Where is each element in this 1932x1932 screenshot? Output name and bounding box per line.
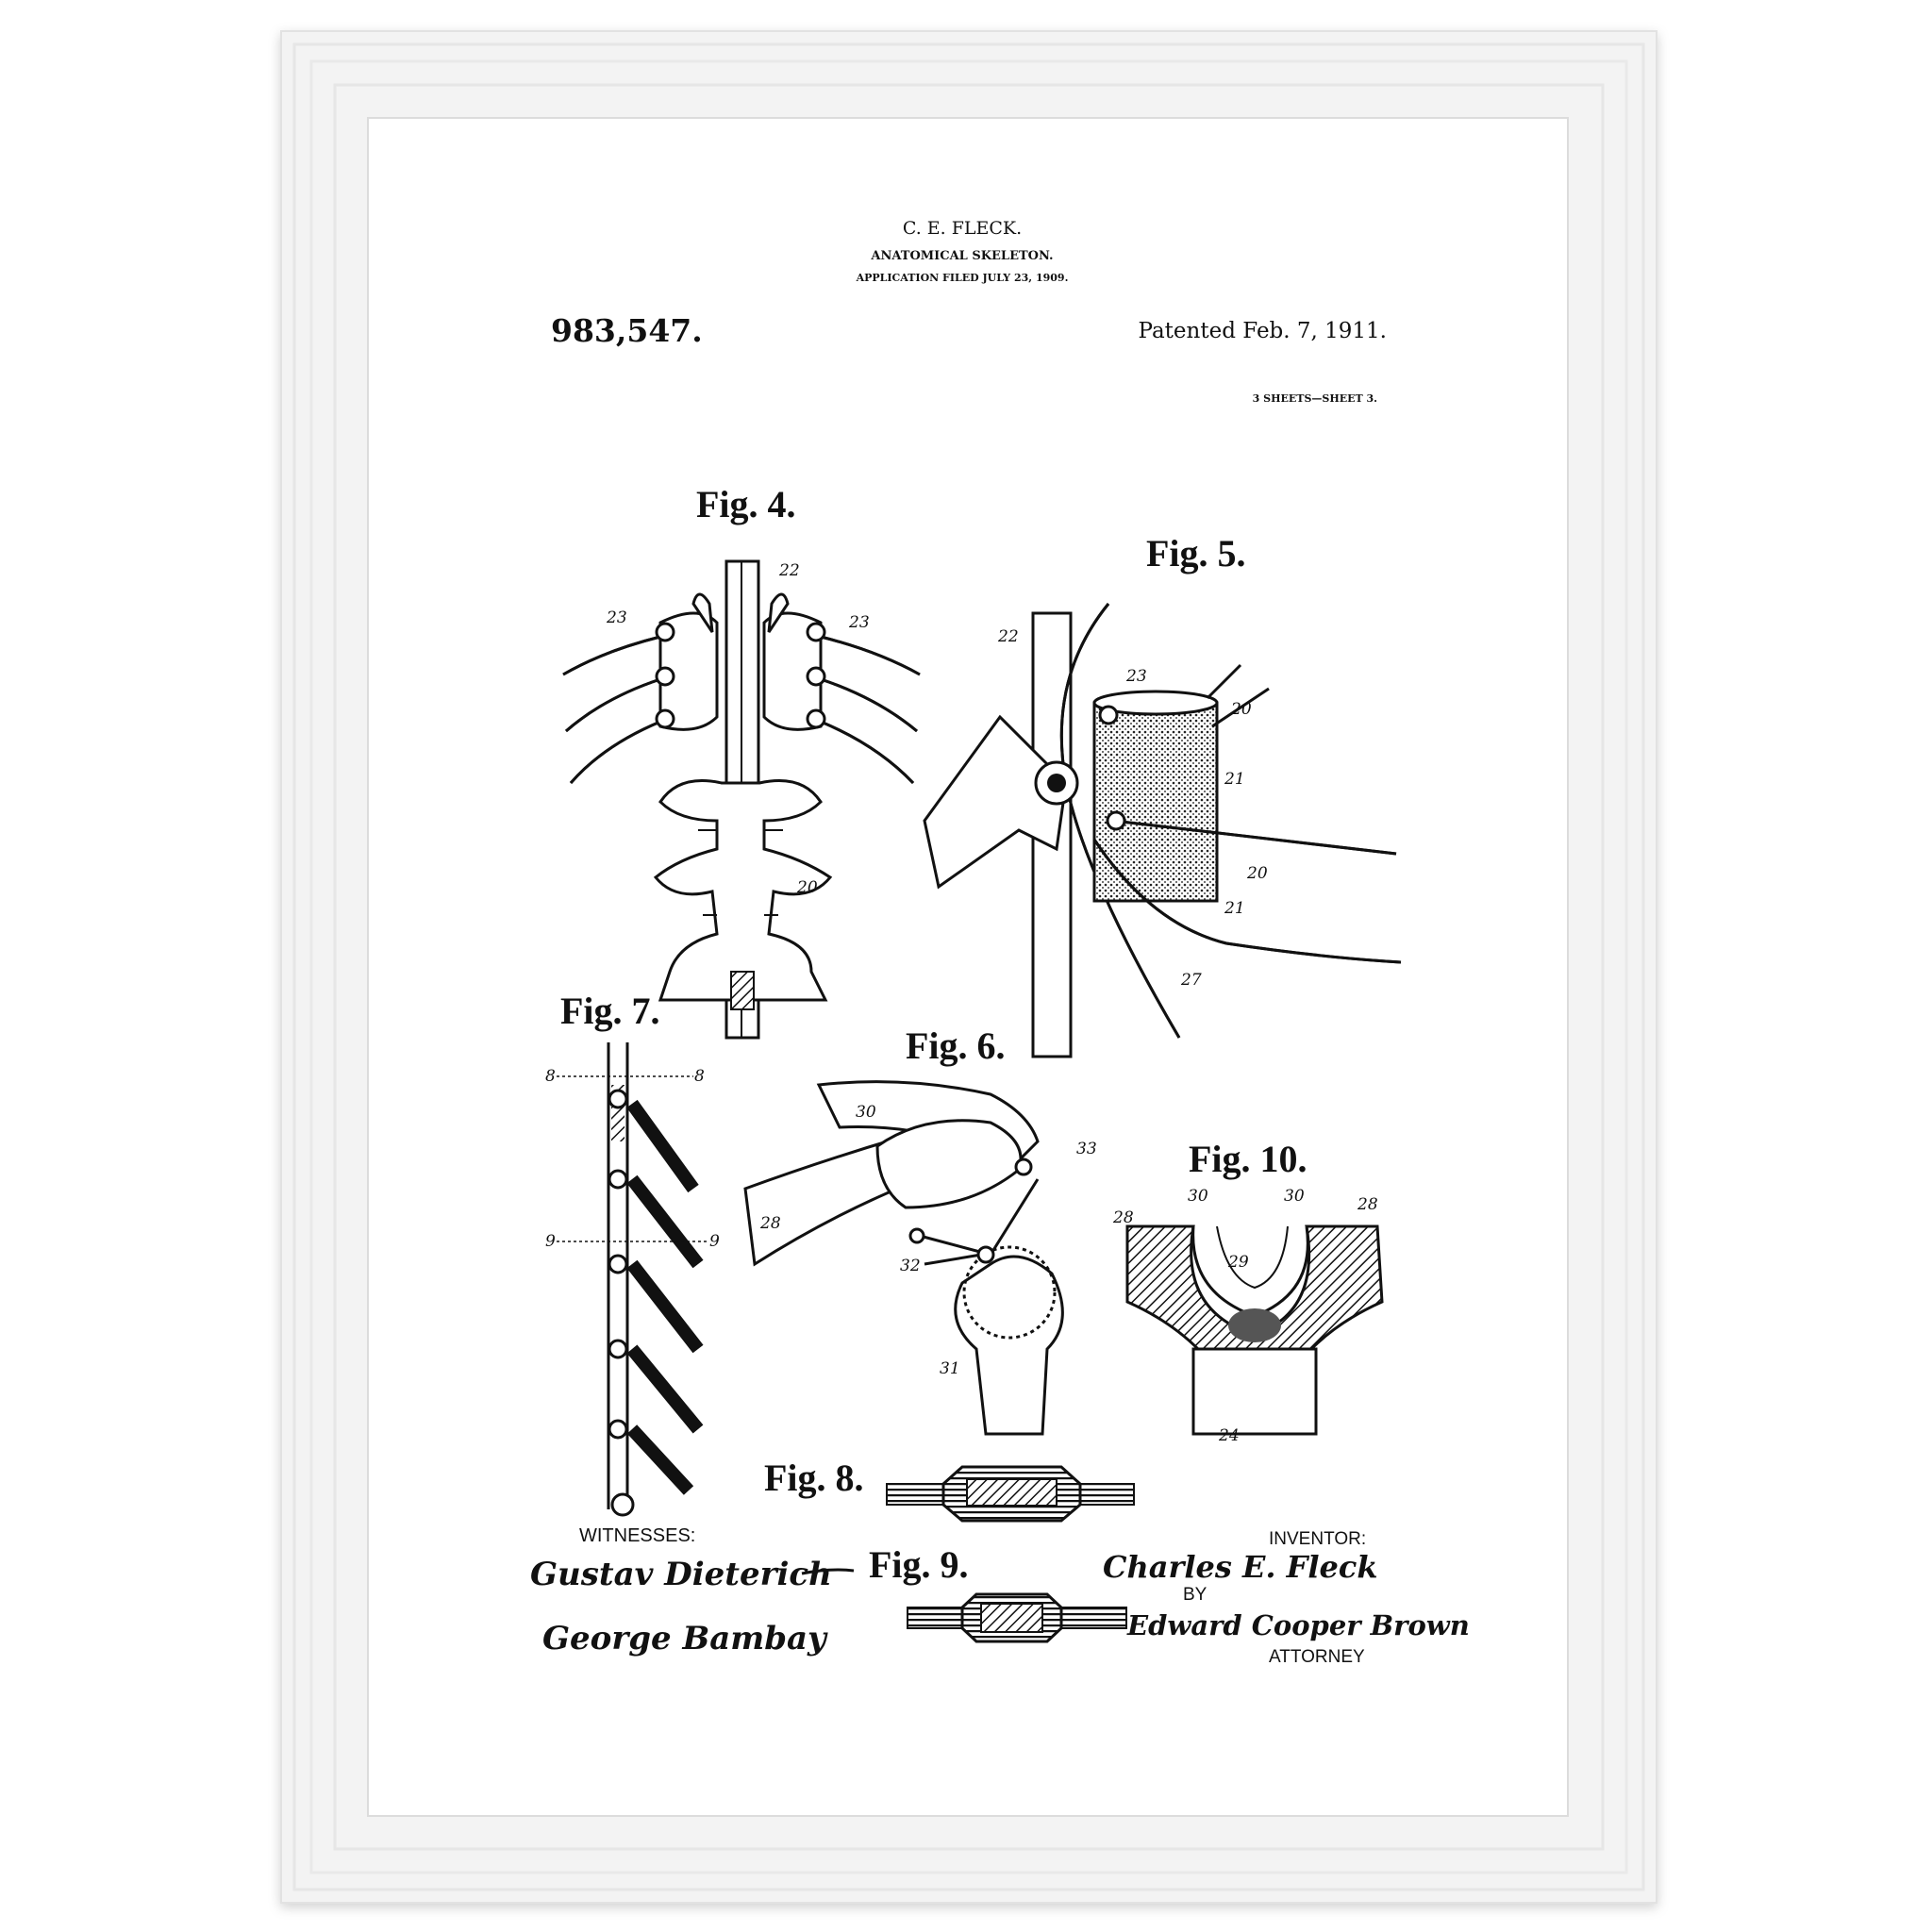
ref-numeral: 22 [778,561,800,580]
inventor-label: INVENTOR: [1269,1529,1366,1549]
witness-signature-1: Gustav Dieterich [530,1556,832,1593]
patented-date: Patented Feb. 7, 1911. [1139,319,1387,343]
application-date: APPLICATION FILED JULY 23, 1909. [856,272,1069,284]
ref-numeral: 30 [1284,1187,1305,1206]
ref-numeral: 21 [1224,770,1245,789]
ref-numeral: 31 [940,1359,960,1378]
patent-number: 983,547. [551,312,703,349]
figure-10-joint-section: Fig. 10. 28 30 30 28 29 24 [1112,1138,1384,1445]
fig-5-label: Fig. 5. [1146,532,1246,575]
ref-numeral: 22 [997,627,1019,646]
inventor-name: C. E. FLECK. [903,218,1022,239]
ref-numeral: 23 [848,613,870,632]
attorney-signature: Edward Cooper Brown [1126,1609,1470,1641]
figure-5-spine-side-view: Fig. 5. 22 23 20 21 20 21 27 [923,532,1402,1058]
fig-6-label: Fig. 6. [906,1024,1006,1067]
ref-numeral: 28 [1112,1208,1134,1227]
ref-numeral: 32 [900,1257,921,1275]
ref-numeral: 27 [1180,971,1202,990]
ref-numeral: 21 [1224,899,1245,918]
ref-numeral: 30 [1188,1187,1208,1206]
ref-numeral: 20 [1246,864,1268,883]
figure-9-connector: Fig. 9. [869,1543,1127,1643]
figure-4-spine-rear-view: Fig. 4. 22 23 23 20 [562,483,921,1040]
ref-numeral: 28 [1357,1195,1378,1214]
ref-numeral: 24 [1218,1426,1240,1445]
witness-signature-2: George Bambay [542,1620,828,1657]
ref-numeral: 28 [759,1214,781,1233]
inventor-signature: Charles E. Fleck [1103,1549,1378,1585]
ref-numeral: 20 [796,878,818,897]
picture-frame [280,30,1657,1904]
ref-numeral: 23 [606,608,627,627]
ref-numeral: 29 [1227,1253,1249,1272]
figure-8-connector: Fig. 8. [764,1457,1135,1523]
ref-numeral: 20 [1230,700,1252,719]
fig-7-label: Fig. 7. [560,990,660,1032]
fig-10-label: Fig. 10. [1189,1138,1307,1180]
ref-numeral: 30 [856,1103,876,1122]
signature-block: WITNESSES: Gustav Dieterich George Bamba… [530,1525,1470,1667]
ref-numeral: 8 [545,1067,556,1086]
ref-numeral: 8 [694,1067,705,1086]
fig-4-label: Fig. 4. [696,483,796,525]
ref-numeral: 9 [545,1232,556,1251]
patent-header: C. E. FLECK. ANATOMICAL SKELETON. APPLIC… [551,218,1387,405]
figure-6-shoulder-joint: Fig. 6. 30 33 28 32 31 [743,1024,1097,1436]
witnesses-label: WITNESSES: [579,1525,695,1546]
attorney-label: ATTORNEY [1269,1647,1365,1667]
sheet-count: 3 SHEETS—SHEET 3. [1253,392,1377,405]
fig-9-label: Fig. 9. [869,1543,969,1586]
ref-numeral: 33 [1076,1140,1097,1158]
by-label: BY [1183,1585,1208,1605]
fig-8-label: Fig. 8. [764,1457,864,1499]
ref-numeral: 9 [709,1232,720,1251]
patent-title: ANATOMICAL SKELETON. [870,249,1053,263]
paper-mat [367,117,1569,1817]
ref-numeral: 23 [1125,667,1147,686]
figure-7-chain-section: Fig. 7. 8 8 9 9 [545,990,720,1517]
